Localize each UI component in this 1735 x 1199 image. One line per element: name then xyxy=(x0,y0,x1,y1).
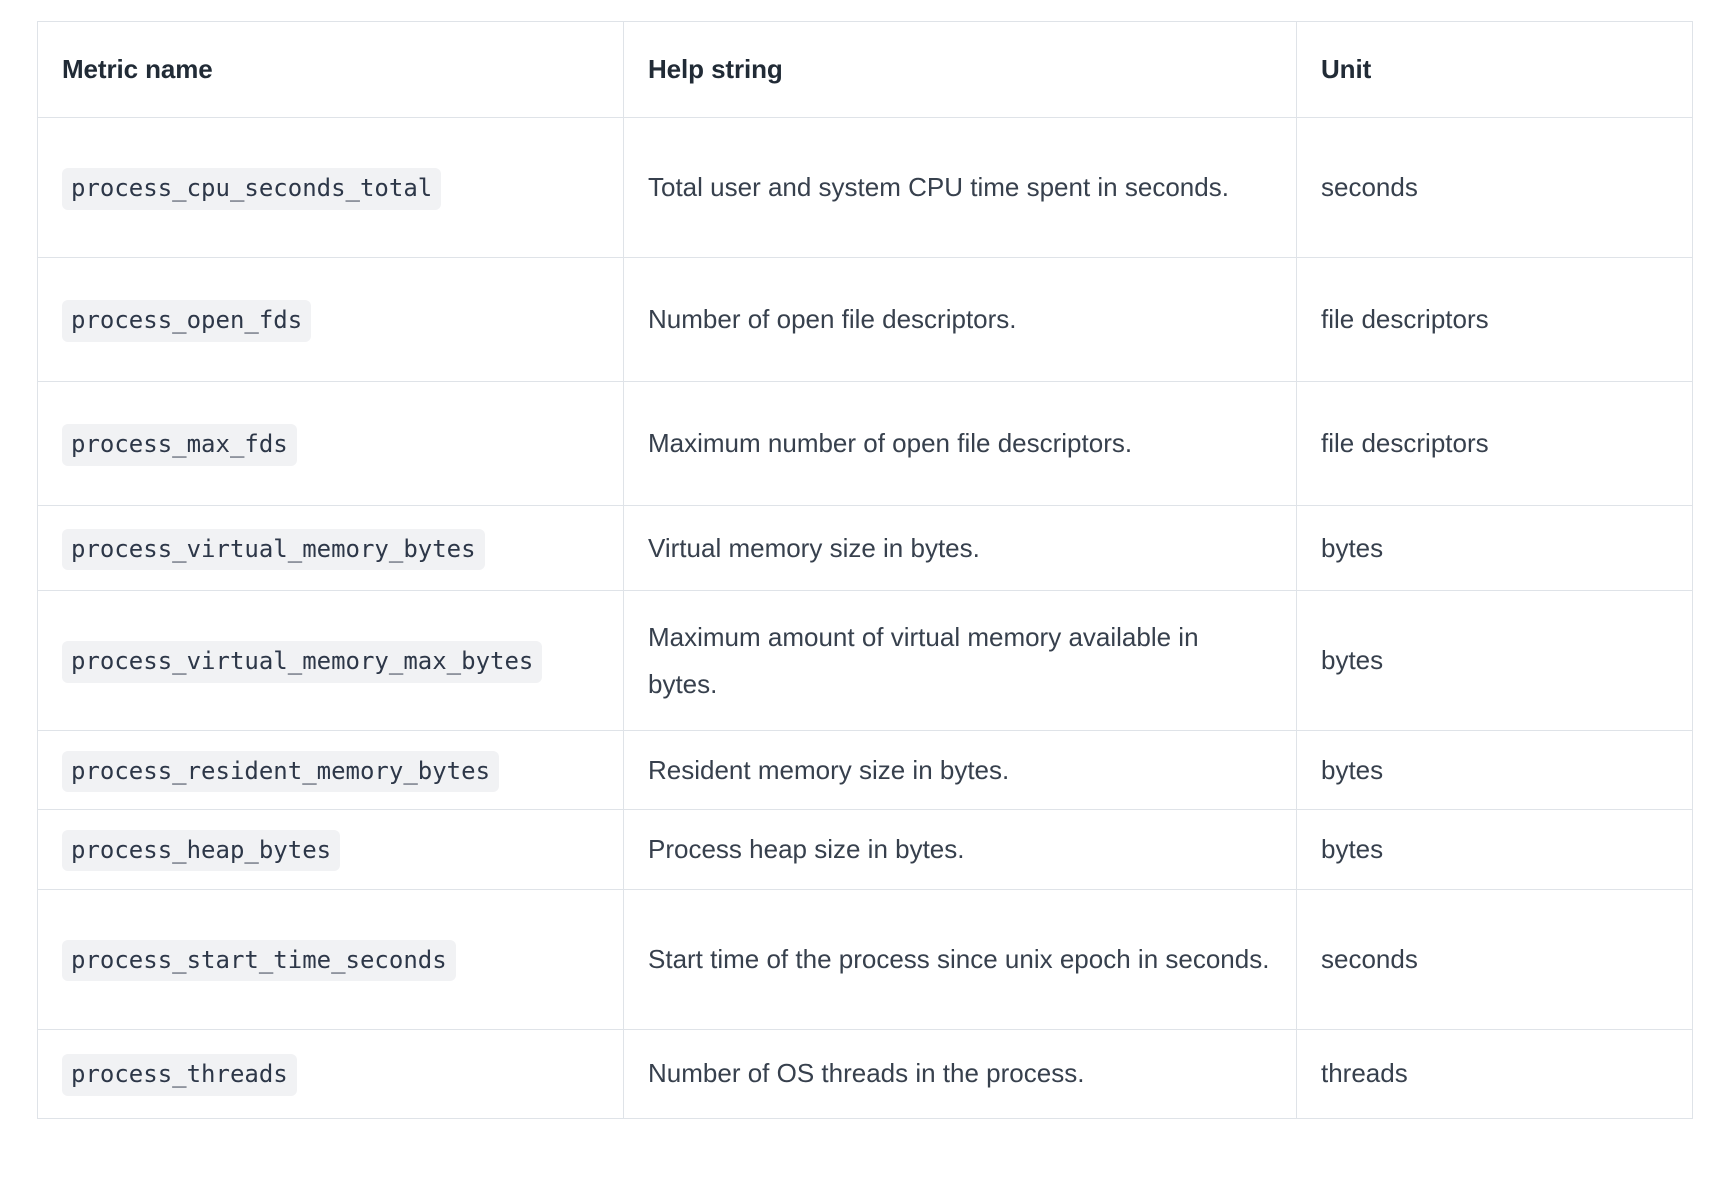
metric-name-cell: process_resident_memory_bytes xyxy=(37,729,624,811)
unit-text: bytes xyxy=(1321,755,1384,785)
metric-name-chip: process_virtual_memory_bytes xyxy=(62,528,485,571)
unit-text: seconds xyxy=(1321,172,1418,203)
help-string-cell: Virtual memory size in bytes. xyxy=(623,505,1297,591)
metric-name-chip: process_virtual_memory_max_bytes xyxy=(62,641,543,683)
help-string-cell: Start time of the process since unix epo… xyxy=(623,888,1297,1030)
table-row: process_cpu_seconds_total Total user and… xyxy=(37,117,1693,258)
column-header-unit: Unit xyxy=(1296,21,1693,118)
unit-cell: seconds xyxy=(1296,888,1693,1030)
metric-name-chip: process_max_fds xyxy=(62,424,297,466)
unit-text: bytes xyxy=(1321,532,1384,563)
unit-cell: bytes xyxy=(1296,729,1693,811)
table-row: process_virtual_memory_bytes Virtual mem… xyxy=(37,505,1693,591)
help-string-text: Process heap size in bytes. xyxy=(648,834,965,865)
unit-text: bytes xyxy=(1321,834,1384,865)
metric-name-cell: process_heap_bytes xyxy=(37,809,624,890)
help-string-text: Total user and system CPU time spent in … xyxy=(648,172,1229,203)
unit-text: file descriptors xyxy=(1321,304,1489,335)
help-string-text: Maximum number of open file descriptors. xyxy=(648,428,1133,459)
unit-cell: file descriptors xyxy=(1296,381,1693,506)
help-string-cell: Process heap size in bytes. xyxy=(623,809,1297,890)
unit-cell: threads xyxy=(1296,1028,1693,1119)
unit-cell: seconds xyxy=(1296,117,1693,258)
unit-text: file descriptors xyxy=(1321,428,1489,459)
help-string-text: Number of OS threads in the process. xyxy=(648,1058,1085,1089)
metric-name-cell: process_virtual_memory_max_bytes xyxy=(37,590,624,731)
table-row: process_open_fds Number of open file des… xyxy=(37,257,1693,382)
help-string-text: Start time of the process since unix epo… xyxy=(648,943,1270,974)
unit-cell: bytes xyxy=(1296,809,1693,890)
table-header-row: Metric name Help string Unit xyxy=(37,21,1693,118)
unit-cell: bytes xyxy=(1296,590,1693,731)
table-row: process_start_time_seconds Start time of… xyxy=(37,888,1693,1030)
help-string-text: Virtual memory size in bytes. xyxy=(648,532,980,563)
unit-text: threads xyxy=(1321,1058,1408,1089)
help-string-text: Resident memory size in bytes. xyxy=(648,755,1010,785)
table-row: process_resident_memory_bytes Resident m… xyxy=(37,729,1693,811)
help-string-cell: Maximum number of open file descriptors. xyxy=(623,381,1297,506)
metric-name-chip: process_resident_memory_bytes xyxy=(62,751,500,793)
unit-cell: bytes xyxy=(1296,505,1693,591)
help-string-cell: Number of OS threads in the process. xyxy=(623,1028,1297,1119)
help-string-cell: Number of open file descriptors. xyxy=(623,257,1297,382)
help-string-cell: Maximum amount of virtual memory availab… xyxy=(623,590,1297,731)
help-string-cell: Total user and system CPU time spent in … xyxy=(623,117,1297,258)
table-row: process_threads Number of OS threads in … xyxy=(37,1028,1693,1119)
table-row: process_virtual_memory_max_bytes Maximum… xyxy=(37,590,1693,731)
column-header-help-string: Help string xyxy=(623,21,1297,118)
metric-name-cell: process_open_fds xyxy=(37,257,624,382)
metric-name-chip: process_heap_bytes xyxy=(62,830,341,872)
process-metrics-table: Metric name Help string Unit process_cpu… xyxy=(37,21,1693,1119)
metric-name-cell: process_threads xyxy=(37,1028,624,1119)
unit-text: seconds xyxy=(1321,943,1418,974)
table-row: process_max_fds Maximum number of open f… xyxy=(37,381,1693,506)
metric-name-chip: process_open_fds xyxy=(62,300,312,342)
help-string-text: Number of open file descriptors. xyxy=(648,304,1017,335)
metric-name-cell: process_virtual_memory_bytes xyxy=(37,505,624,591)
metric-name-cell: process_start_time_seconds xyxy=(37,888,624,1030)
metric-name-chip: process_start_time_seconds xyxy=(62,939,456,982)
metric-name-cell: process_max_fds xyxy=(37,381,624,506)
metric-name-chip: process_cpu_seconds_total xyxy=(62,168,442,210)
table-header: Metric name Help string Unit xyxy=(37,21,1693,118)
help-string-cell: Resident memory size in bytes. xyxy=(623,729,1297,811)
table-row: process_heap_bytes Process heap size in … xyxy=(37,809,1693,890)
column-header-metric-name: Metric name xyxy=(37,21,624,118)
table-body: process_cpu_seconds_total Total user and… xyxy=(37,117,1693,1119)
unit-cell: file descriptors xyxy=(1296,257,1693,382)
unit-text: bytes xyxy=(1321,645,1384,676)
help-string-text: Maximum amount of virtual memory availab… xyxy=(648,622,1199,699)
metric-name-chip: process_threads xyxy=(62,1054,297,1096)
metric-name-cell: process_cpu_seconds_total xyxy=(37,117,624,258)
